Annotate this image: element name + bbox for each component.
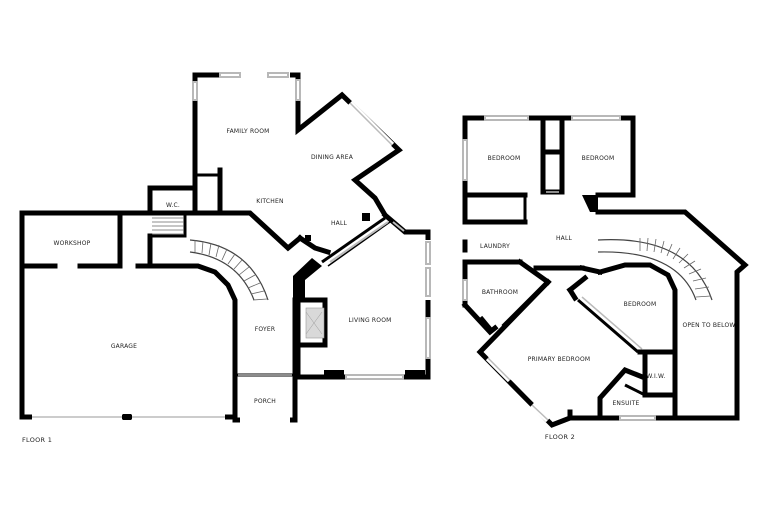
bedroom-right-walls	[596, 262, 678, 421]
bathroom-wall	[516, 258, 552, 286]
wall	[566, 274, 589, 294]
window	[295, 79, 301, 101]
room-label-wiw: W.I.W.	[646, 373, 665, 380]
window	[425, 241, 431, 265]
room-label-bedroom-2: BEDROOM	[582, 155, 615, 162]
floor-2-curved-stairs	[597, 237, 713, 301]
garage-post	[123, 414, 131, 420]
hall-walls	[296, 234, 332, 256]
kitchen-walls	[217, 167, 304, 252]
floor-1-plan: FAMILY ROOM DINING AREA KITCHEN W.C. HAL…	[19, 72, 431, 444]
room-label-hall: HALL	[331, 220, 348, 227]
wall-corner	[293, 258, 322, 298]
room-label-dining-area: DINING AREA	[311, 154, 354, 161]
window	[345, 374, 404, 380]
wall	[566, 286, 579, 302]
room-label-laundry: LAUNDRY	[480, 243, 510, 250]
room-label-garage: GARAGE	[111, 343, 137, 350]
open-to-below-walls	[595, 209, 749, 421]
room-label-family-room: FAMILY ROOM	[226, 128, 269, 135]
wall-corner	[582, 195, 598, 212]
window	[462, 279, 468, 301]
wc-walls	[147, 185, 198, 216]
floor-2-plan: BEDROOM BEDROOM LAUNDRY HALL BATHROOM BE…	[461, 115, 749, 441]
hall-railing	[321, 216, 386, 264]
room-label-kitchen: KITCHEN	[256, 198, 283, 205]
stair-enclosure	[148, 211, 187, 238]
floor-1-straight-stairs	[152, 217, 184, 235]
column	[405, 370, 425, 377]
window	[192, 81, 198, 101]
window	[619, 415, 656, 421]
window	[425, 267, 431, 297]
hall-railing	[327, 221, 391, 267]
floor-2-title: FLOOR 2	[545, 433, 575, 441]
room-label-bedroom-3: BEDROOM	[624, 301, 657, 308]
room-label-living-room: LIVING ROOM	[348, 317, 391, 324]
ensuite-walls	[597, 367, 649, 421]
window	[349, 102, 393, 146]
room-label-porch: PORCH	[254, 398, 276, 405]
column	[362, 213, 370, 221]
room-label-foyer: FOYER	[255, 326, 275, 333]
garage-walls	[147, 233, 238, 420]
window	[267, 72, 289, 78]
room-label-hall: HALL	[556, 235, 573, 242]
room-label-bathroom: BATHROOM	[482, 289, 518, 296]
window	[392, 221, 405, 232]
window	[531, 404, 549, 421]
floor-1-title: FLOOR 1	[22, 436, 52, 444]
bathroom-fixture	[479, 315, 495, 333]
room-label-bedroom-1: BEDROOM	[488, 155, 521, 162]
primary-bedroom-walls	[476, 278, 573, 428]
closet-wall	[577, 298, 639, 354]
window	[219, 72, 241, 78]
window	[425, 317, 431, 359]
window	[487, 357, 511, 381]
window	[462, 139, 468, 181]
bedroom-wall	[579, 265, 603, 275]
room-label-primary-bedroom: PRIMARY BEDROOM	[528, 356, 591, 363]
bedroom-walls	[462, 115, 636, 225]
window	[571, 115, 621, 121]
room-label-workshop: WORKSHOP	[53, 240, 90, 247]
window	[484, 115, 529, 121]
column	[324, 370, 344, 377]
column	[305, 235, 311, 241]
fireplace-surround	[295, 297, 328, 348]
fireplace	[305, 307, 325, 339]
room-label-ensuite: ENSUITE	[612, 400, 639, 407]
room-label-open-to-below: OPEN TO BELOW	[682, 322, 735, 329]
floor-1-curved-stairs	[189, 239, 269, 301]
ensuite-wall	[624, 383, 646, 397]
room-label-wc: W.C.	[166, 202, 180, 209]
